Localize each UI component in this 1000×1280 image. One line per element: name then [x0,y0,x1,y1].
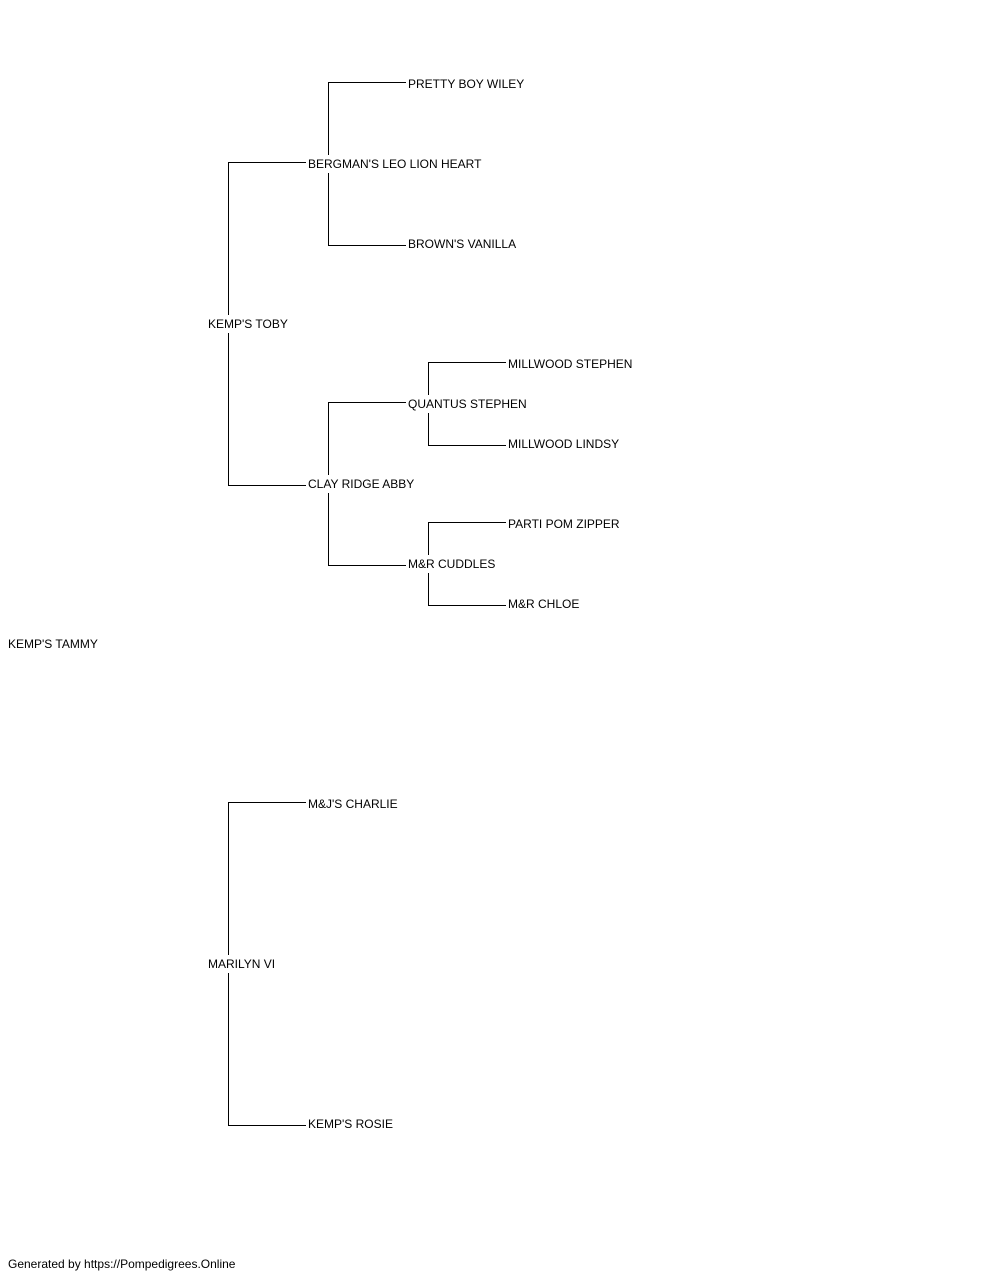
pedigree-node-sire-dam-dam: M&R CUDDLES [408,555,496,573]
generated-by-footer: Generated by https://Pompedigrees.Online [8,1257,236,1271]
pedigree-node-sire-dam-dam-sire: PARTI POM ZIPPER [508,515,620,533]
pedigree-node-subject: KEMP'S TAMMY [8,635,98,653]
pedigree-node-sire-dam-sire-sire: MILLWOOD STEPHEN [508,355,633,373]
pedigree-node-dam: MARILYN VI [208,955,276,973]
pedigree-node-sire-dam: CLAY RIDGE ABBY [308,475,415,493]
pedigree-node-dam-sire: M&J'S CHARLIE [308,795,398,813]
pedigree-node-sire: KEMP'S TOBY [208,315,288,333]
pedigree-node-sire-sire-sire: PRETTY BOY WILEY [408,75,525,93]
pedigree-node-dam-dam: KEMP'S ROSIE [308,1115,393,1133]
pedigree-node-sire-dam-dam-dam: M&R CHLOE [508,595,580,613]
pedigree-node-sire-dam-sire-dam: MILLWOOD LINDSY [508,435,620,453]
pedigree-node-sire-sire: BERGMAN'S LEO LION HEART [308,155,482,173]
pedigree-node-sire-dam-sire: QUANTUS STEPHEN [408,395,527,413]
pedigree-node-sire-sire-dam: BROWN'S VANILLA [408,235,517,253]
